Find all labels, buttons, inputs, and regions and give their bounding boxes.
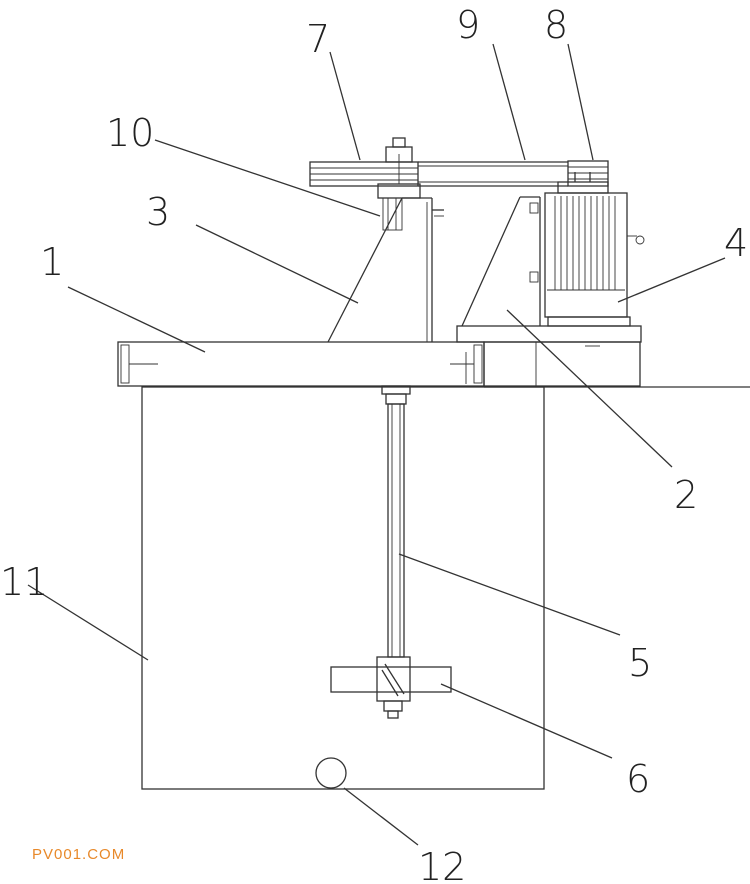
tank — [141, 386, 545, 790]
callout-5: 5 — [628, 641, 652, 685]
support-beam — [117, 341, 485, 387]
motor-foundation — [483, 341, 750, 388]
leader-8 — [567, 43, 594, 161]
bearing-housing — [377, 183, 421, 231]
callout-8: 8 — [544, 3, 568, 47]
leader-7 — [329, 51, 361, 161]
drain-outlet — [315, 757, 347, 789]
bearing-column — [327, 197, 444, 343]
callout-1: 1 — [40, 240, 64, 284]
callout-10: 10 — [106, 111, 154, 155]
drive-belt — [418, 161, 568, 187]
callout-labels: 1 2 3 4 5 6 7 8 9 10 11 12 — [0, 3, 748, 884]
leader-6 — [440, 683, 613, 759]
leader-9 — [492, 43, 526, 161]
drive-pulley — [309, 137, 419, 187]
leader-4 — [617, 257, 726, 303]
leader-3 — [195, 224, 359, 304]
leader-lines — [27, 43, 726, 846]
leader-2 — [506, 309, 673, 468]
motor — [544, 172, 645, 327]
impeller — [330, 656, 452, 719]
callout-7: 7 — [306, 17, 330, 61]
callout-6: 6 — [626, 757, 650, 801]
leader-10 — [154, 139, 381, 217]
shaft-coupling — [381, 385, 411, 405]
motor-base — [456, 196, 642, 343]
leader-11 — [27, 584, 149, 661]
leader-1 — [67, 286, 206, 353]
leader-5 — [398, 553, 621, 636]
callout-12: 12 — [418, 845, 466, 884]
watermark: PV001.COM — [32, 846, 126, 863]
motor-pulley — [567, 160, 609, 187]
callout-9: 9 — [456, 3, 480, 47]
stirring-shaft — [387, 403, 405, 658]
callout-11: 11 — [0, 560, 48, 604]
leader-12 — [343, 787, 419, 846]
callout-3: 3 — [146, 190, 170, 234]
callout-4: 4 — [724, 221, 748, 265]
callout-2: 2 — [674, 473, 698, 517]
